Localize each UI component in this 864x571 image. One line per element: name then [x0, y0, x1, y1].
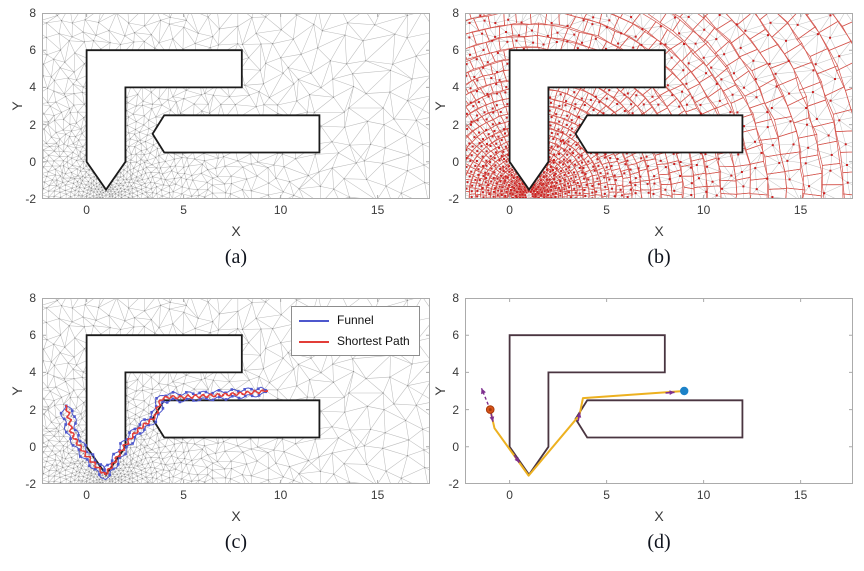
x-axis-label-d: X	[654, 508, 664, 524]
legend-item-shortest-path: Shortest Path	[299, 335, 410, 348]
subplot-a: Y X (a) 0 5 10 15 -2 0 2 4 6 8	[0, 0, 432, 285]
caption-c: (c)	[224, 531, 248, 553]
y-tick-label: -2	[25, 477, 36, 491]
y-tick-label: 0	[452, 439, 459, 454]
y-tick-label: 2	[452, 117, 459, 132]
legend: Funnel Shortest Path	[291, 306, 420, 356]
legend-item-funnel: Funnel	[299, 314, 410, 327]
y-tick-label: -2	[448, 477, 459, 491]
x-tick-label: 15	[793, 488, 808, 502]
caption-b: (b)	[647, 246, 671, 268]
x-axis-label-a: X	[231, 223, 241, 239]
x-tick-label: 15	[370, 203, 385, 217]
y-tick-label: 4	[29, 365, 36, 380]
y-tick-label: 2	[452, 402, 459, 417]
legend-label-funnel: Funnel	[337, 313, 374, 327]
y-tick-label: 0	[29, 154, 36, 169]
y-axis-label-d: Y	[432, 386, 448, 396]
x-tick-label: 10	[273, 203, 288, 217]
y-axis-label-a: Y	[9, 101, 25, 111]
x-tick-label: 10	[273, 488, 288, 502]
subplot-d: Y X (d) 0 5 10 15 -2 0 2 4 6 8	[432, 285, 864, 571]
y-tick-label: -2	[25, 192, 36, 206]
caption-d: (d)	[647, 531, 671, 553]
y-tick-label: 6	[452, 328, 459, 343]
x-axis-label-b: X	[654, 223, 664, 239]
shortest-path-line-swatch	[299, 340, 329, 343]
x-axis-label-c: X	[231, 508, 241, 524]
x-tick-label: 5	[180, 203, 187, 217]
y-tick-label: 4	[452, 80, 459, 95]
y-tick-label: 8	[452, 6, 459, 20]
y-axis-label-b: Y	[432, 101, 448, 111]
y-tick-label: 6	[452, 43, 459, 58]
plot-area-b	[465, 13, 853, 199]
plot-area-d	[465, 298, 853, 484]
x-tick-label: 15	[793, 203, 808, 217]
y-tick-label: 4	[452, 365, 459, 380]
y-tick-label: -2	[448, 192, 459, 206]
y-tick-label: 6	[29, 328, 36, 343]
y-tick-label: 8	[29, 291, 36, 305]
x-tick-label: 15	[370, 488, 385, 502]
x-tick-label: 5	[603, 488, 610, 502]
y-tick-label: 4	[29, 80, 36, 95]
x-tick-label: 5	[180, 488, 187, 502]
y-tick-label: 2	[29, 402, 36, 417]
y-tick-label: 8	[29, 6, 36, 20]
x-tick-label: 5	[603, 203, 610, 217]
y-tick-label: 6	[29, 43, 36, 58]
y-tick-label: 2	[29, 117, 36, 132]
subplot-c: Funnel Shortest Path Y X (c) 0 5 10 15 -2 0 2 4…	[0, 285, 432, 571]
x-tick-label: 10	[696, 203, 711, 217]
funnel-line-swatch	[299, 319, 329, 322]
x-tick-label: 10	[696, 488, 711, 502]
x-tick-label: 0	[83, 488, 90, 502]
plot-area-a	[42, 13, 430, 199]
y-tick-label: 0	[29, 439, 36, 454]
x-tick-label: 0	[506, 203, 513, 217]
caption-a: (a)	[224, 246, 248, 268]
y-tick-label: 8	[452, 291, 459, 305]
x-tick-label: 0	[83, 203, 90, 217]
subplot-b: Y X (b) 0 5 10 15 -2 0 2 4 6 8	[432, 0, 864, 285]
x-tick-label: 0	[506, 488, 513, 502]
y-axis-label-c: Y	[9, 386, 25, 396]
legend-label-shortest-path: Shortest Path	[337, 334, 410, 348]
y-tick-label: 0	[452, 154, 459, 169]
